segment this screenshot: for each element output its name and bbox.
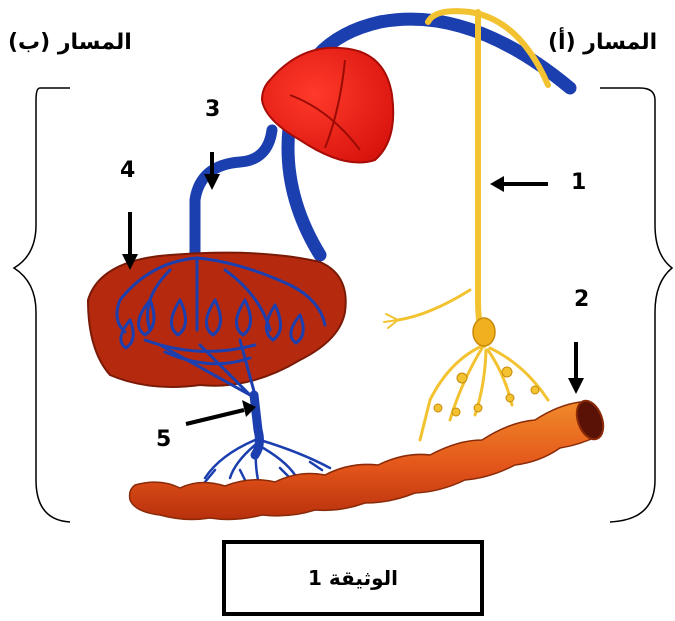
heart-to-liver-vessel: [195, 130, 272, 258]
label-3: 3: [205, 97, 220, 122]
right-bracket: [600, 88, 672, 522]
arrow-5: [186, 400, 256, 424]
left-bracket: [14, 88, 70, 522]
arrow-1: [490, 176, 548, 192]
label-5: 5: [156, 427, 171, 452]
arrow-2: [568, 342, 584, 394]
path-b-title: المسار (ب): [8, 30, 132, 55]
nerve-ganglion: [473, 318, 495, 346]
nerve-endings: [434, 367, 539, 416]
caption-box: الوثيقة 1: [222, 540, 484, 616]
label-4: 4: [120, 158, 135, 183]
label-1: 1: [571, 170, 586, 195]
caption-text: الوثيقة 1: [308, 566, 398, 590]
label-2: 2: [574, 287, 589, 312]
path-a-title: المسار (أ): [548, 30, 657, 55]
liver: [88, 253, 346, 387]
